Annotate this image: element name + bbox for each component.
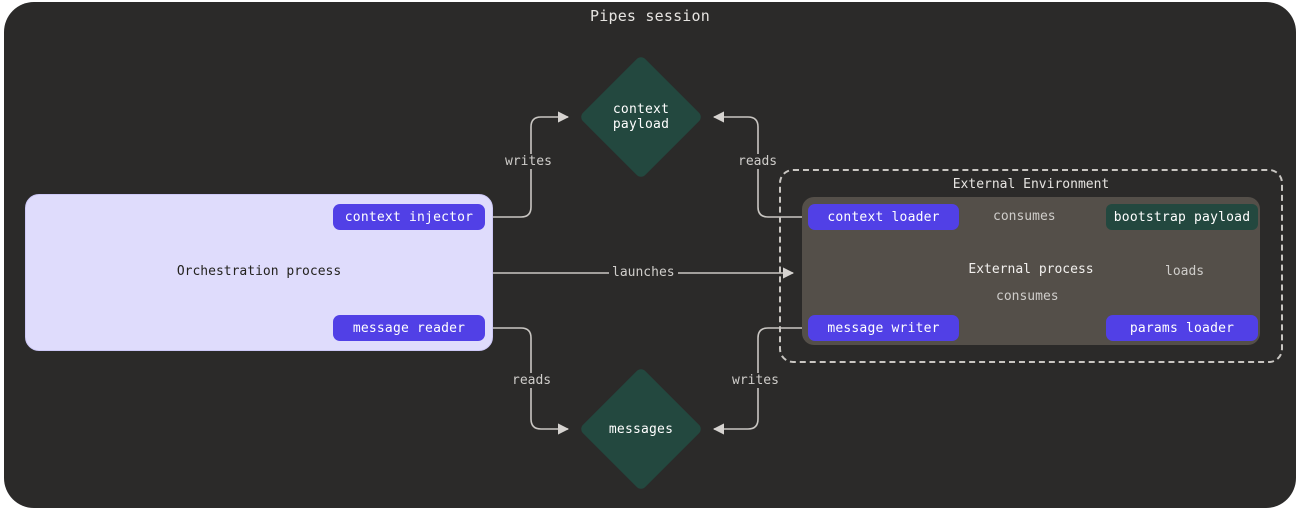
edge-label-consumes-context-loader: consumes: [990, 209, 1059, 224]
node-context-injector[interactable]: context injector: [333, 204, 485, 230]
cluster-external-environment: External Environment: [779, 169, 1283, 363]
node-params-loader[interactable]: params loader: [1106, 315, 1258, 341]
node-bootstrap-payload[interactable]: bootstrap payload: [1106, 204, 1258, 230]
messages-label-line1: messages: [608, 421, 674, 437]
node-context-loader[interactable]: context loader: [808, 204, 959, 230]
messages-label: messages: [609, 422, 673, 437]
context-payload-label-line1: context: [612, 102, 670, 117]
edge-label-consumes-message-writer: consumes: [993, 289, 1062, 304]
edge-label-reads-context: reads: [735, 154, 781, 169]
context-payload-label-line2: payload: [612, 117, 670, 132]
node-messages[interactable]: messages: [578, 366, 704, 492]
edge-label-writes-context: writes: [502, 154, 555, 169]
edge-label-reads-messages: reads: [509, 373, 555, 388]
page-title: Pipes session: [590, 7, 710, 25]
edge-label-launches: launches: [609, 265, 678, 280]
node-message-writer[interactable]: message writer: [808, 315, 959, 341]
node-context-payload[interactable]: context payload: [578, 54, 704, 180]
cluster-external-process-label: External process: [968, 262, 1094, 277]
cluster-orchestration-label: Orchestration process: [176, 264, 342, 279]
cluster-external-environment-label: External Environment: [952, 177, 1110, 192]
context-payload-label: context payload: [613, 102, 669, 132]
edge-label-writes-messages: writes: [729, 373, 782, 388]
node-message-reader[interactable]: message reader: [333, 315, 485, 341]
edge-label-loads-params: loads: [1162, 264, 1208, 279]
